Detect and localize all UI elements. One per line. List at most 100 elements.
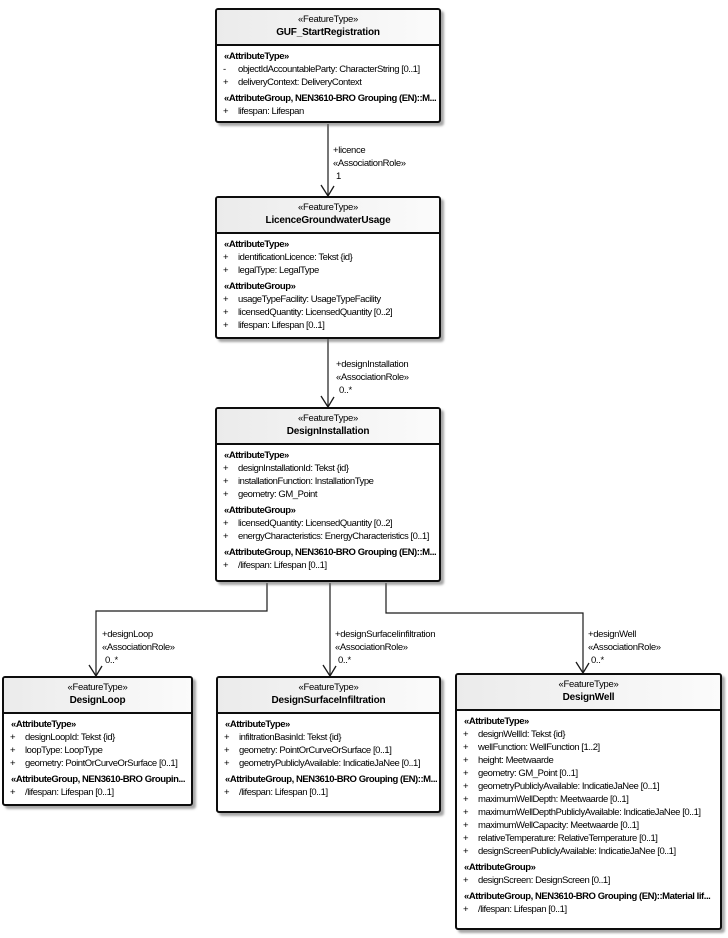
attribute-section-header: «AttributeType»: [464, 716, 529, 727]
attribute-row[interactable]: +licensedQuantity: LicensedQuantity [0..…: [217, 306, 437, 319]
attribute-section-header: «AttributeGroup, NEN3610-BRO Grouping (E…: [224, 547, 437, 558]
visibility-marker: +: [463, 807, 469, 818]
class-design-well[interactable]: «FeatureType» DesignWell «AttributeType»…: [455, 673, 722, 930]
attribute-row[interactable]: +licensedQuantity: LicensedQuantity [0..…: [217, 517, 437, 530]
class-design-surface-infiltration[interactable]: «FeatureType» DesignSurfaceInfiltration …: [216, 676, 441, 813]
attribute-text: lifespan: Lifespan: [238, 106, 304, 117]
class-design-loop[interactable]: «FeatureType» DesignLoop «AttributeType»…: [2, 676, 193, 806]
attribute-text: geometry: GM_Point [0..1]: [478, 768, 578, 779]
class-attributes: «AttributeType»-objectIdAccountableParty…: [217, 46, 439, 121]
attribute-section-header: «AttributeGroup»: [224, 505, 296, 516]
class-stereotype: «FeatureType»: [298, 682, 359, 693]
assoc-role-label: +designWell: [588, 629, 636, 640]
visibility-marker: +: [224, 758, 230, 769]
attribute-row[interactable]: +designWellId: Tekst {id}: [457, 728, 718, 741]
attribute-row[interactable]: +usageTypeFacility: UsageTypeFacility: [217, 293, 437, 306]
assoc-multiplicity-label: 0..*: [591, 655, 604, 666]
visibility-marker: +: [223, 265, 229, 276]
attribute-row[interactable]: +loopType: LoopType: [4, 744, 189, 757]
class-design-installation[interactable]: «FeatureType» DesignInstallation «Attrib…: [215, 407, 441, 582]
attribute-row[interactable]: +wellFunction: WellFunction [1..2]: [457, 741, 718, 754]
assoc-stereotype-label: «AssociationRole»: [336, 372, 409, 383]
visibility-marker: +: [463, 768, 469, 779]
assoc-stereotype-label: «AssociationRole»: [335, 642, 408, 653]
class-licence-groundwater-usage[interactable]: «FeatureType» LicenceGroundwaterUsage «A…: [215, 196, 441, 339]
attribute-text: geometry: PointOrCurveOrSurface [0..1]: [25, 758, 178, 769]
attribute-row[interactable]: +legalType: LegalType: [217, 264, 437, 277]
class-stereotype: «FeatureType»: [297, 202, 358, 213]
attribute-row[interactable]: +installationFunction: InstallationType: [217, 475, 437, 488]
attribute-row[interactable]: +relativeTemperature: RelativeTemperatur…: [457, 832, 718, 845]
attribute-text: geometryPubliclyAvailable: IndicatieJaNe…: [239, 758, 421, 769]
assoc-multiplicity-label: 0..*: [338, 655, 351, 666]
attribute-row[interactable]: +infiltrationBasinId: Tekst {id}: [218, 731, 437, 744]
attribute-row[interactable]: +lifespan: Lifespan: [217, 105, 437, 118]
visibility-marker: +: [224, 745, 230, 756]
connector-design-well[interactable]: [385, 583, 584, 672]
class-attributes: «AttributeType»+infiltrationBasinId: Tek…: [218, 714, 439, 803]
assoc-role-label: +designInstallation: [336, 359, 409, 370]
class-name: LicenceGroundwaterUsage: [265, 215, 391, 226]
attribute-row[interactable]: +/lifespan: Lifespan [0..1]: [218, 786, 437, 799]
class-name: DesignInstallation: [286, 426, 370, 437]
attribute-section-header: «AttributeType»: [225, 719, 290, 730]
attribute-row[interactable]: + geometryPubliclyAvailable: IndicatieJaN…: [218, 757, 437, 770]
attribute-row[interactable]: +maximumWellDepth: Meetwaarde [0..1]: [457, 793, 718, 806]
visibility-marker: +: [463, 875, 469, 886]
class-stereotype: «FeatureType»: [558, 679, 619, 690]
assoc-label-design-surface-infiltration: +designSurfaceIinfiltration «Association…: [335, 628, 435, 667]
class-attributes: «AttributeType»+identificationLicence: T…: [217, 234, 439, 336]
class-header: «FeatureType» LicenceGroundwaterUsage: [217, 198, 439, 234]
assoc-label-design-installation: +designInstallation «AssociationRole» 0.…: [336, 358, 409, 397]
attribute-row[interactable]: +deliveryContext: DeliveryContext: [217, 76, 437, 89]
attribute-row[interactable]: +geometry: GM_Point: [217, 488, 437, 501]
attribute-row[interactable]: +geometryPubliclyAvailable: IndicatieJaN…: [457, 780, 718, 793]
attribute-row[interactable]: +identificationLicence: Tekst {id}: [217, 251, 437, 264]
attribute-row[interactable]: + geometry: PointOrCurveOrSurface [0..1]: [4, 757, 189, 770]
attribute-row[interactable]: +designInstallationId: Tekst {id}: [217, 462, 437, 475]
attribute-text: usageTypeFacility: UsageTypeFacility: [238, 294, 381, 305]
assoc-multiplicity-label: 0..*: [339, 385, 352, 396]
attribute-text: geometry: PointOrCurveOrSurface [0..1]: [239, 745, 392, 756]
class-header: «FeatureType» DesignWell: [457, 675, 720, 711]
visibility-marker: +: [223, 463, 229, 474]
attribute-row[interactable]: +/lifespan: Lifespan [0..1]: [457, 903, 718, 916]
attribute-text: objectIdAccountableParty: CharacterStrin…: [238, 64, 420, 75]
class-guf-startregistration[interactable]: «FeatureType» GUF_StartRegistration «Att…: [215, 8, 441, 123]
attribute-row[interactable]: +designScreenPubliclyAvailable: Indicati…: [457, 845, 718, 858]
attribute-row[interactable]: + energyCharacteristics: EnergyCharacteri…: [217, 530, 437, 543]
attribute-row[interactable]: +maximumWellCapacity: Meetwaarde [0..1]: [457, 819, 718, 832]
attribute-text: designScreen: DesignScreen [0..1]: [478, 875, 610, 886]
visibility-marker: +: [223, 77, 229, 88]
attribute-text: geometryPubliclyAvailable: IndicatieJaNe…: [478, 781, 660, 792]
attribute-row[interactable]: -objectIdAccountableParty: CharacterStri…: [217, 63, 437, 76]
connector-design-loop[interactable]: [95, 583, 268, 675]
visibility-marker: +: [223, 531, 229, 542]
assoc-label-design-loop: +designLoop «AssociationRole» 0..*: [102, 628, 175, 667]
attribute-row[interactable]: +/lifespan: Lifespan [0..1]: [4, 786, 189, 799]
class-header: «FeatureType» DesignLoop: [4, 678, 191, 714]
attribute-text: maximumWellCapacity: Meetwaarde [0..1]: [478, 820, 639, 831]
attribute-text: /lifespan: Lifespan [0..1]: [478, 904, 567, 915]
attribute-row[interactable]: +lifespan: Lifespan [0..1]: [217, 319, 437, 332]
attribute-row[interactable]: + geometry: PointOrCurveOrSurface [0..1]: [218, 744, 437, 757]
attribute-row[interactable]: +maximumWellDepthPubliclyAvailable: Indi…: [457, 806, 718, 819]
visibility-marker: +: [463, 755, 469, 766]
class-stereotype: «FeatureType»: [67, 682, 128, 693]
class-header: «FeatureType» GUF_StartRegistration: [217, 10, 439, 46]
attribute-row[interactable]: + designScreen: DesignScreen [0..1]: [457, 874, 718, 887]
attribute-text: licensedQuantity: LicensedQuantity [0..2…: [238, 518, 393, 529]
visibility-marker: +: [10, 758, 16, 769]
attribute-section-header: «AttributeType»: [224, 450, 289, 461]
attribute-text: infiltrationBasinId: Tekst {id}: [239, 732, 342, 743]
attribute-row[interactable]: +/lifespan: Lifespan [0..1]: [217, 559, 437, 572]
attribute-row[interactable]: + geometry: GM_Point [0..1]: [457, 767, 718, 780]
attribute-row[interactable]: +designLoopId: Tekst {id}: [4, 731, 189, 744]
attribute-text: designWellId: Tekst {id}: [478, 729, 566, 740]
attribute-text: energyCharacteristics: EnergyCharacteris…: [238, 531, 429, 542]
attribute-row[interactable]: +height: Meetwaarde: [457, 754, 718, 767]
visibility-marker: +: [10, 787, 16, 798]
visibility-marker: +: [463, 833, 469, 844]
assoc-label-licence: +licence «AssociationRole» 1: [333, 144, 406, 183]
assoc-stereotype-label: «AssociationRole»: [333, 158, 406, 169]
